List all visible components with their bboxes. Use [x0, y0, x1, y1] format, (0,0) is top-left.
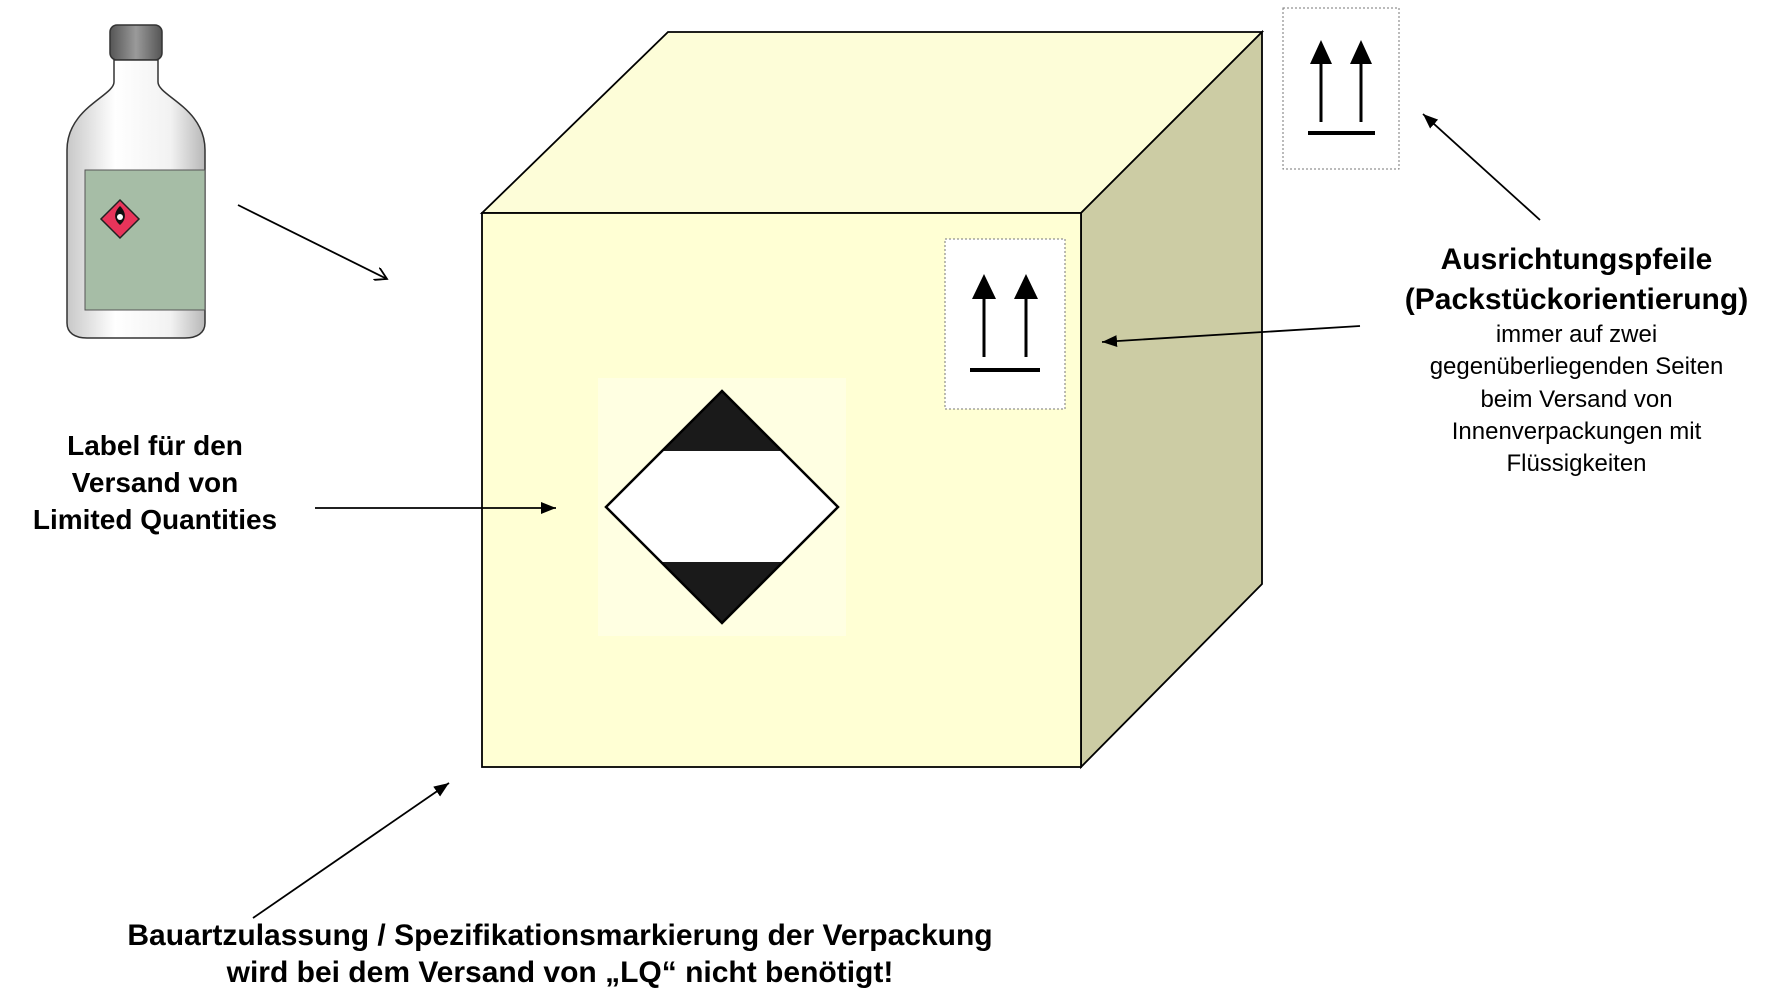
orientation-subtitle: (Packstückorientierung): [1404, 282, 1749, 316]
lq-label-line-3: Limited Quantities: [32, 503, 278, 535]
approval-line-2: wird bei dem Versand von „LQ“ nicht benö…: [226, 955, 894, 989]
flammable-hazard-icon: [99, 198, 141, 240]
orientation-description-line-4: Innenverpackungen mit: [1451, 417, 1702, 445]
approval-arrow: [252, 782, 450, 919]
orientation-description-line-3: beim Versand von: [1480, 385, 1673, 413]
this-way-up-arrows-icon: [944, 238, 1066, 410]
orientation-description-line-2: gegenüberliegenden Seiten: [1429, 353, 1724, 381]
approval-line-1: Bauartzulassung / Spezifikationsmarkieru…: [127, 919, 993, 952]
limited-quantity-mark-icon: [598, 378, 846, 636]
bottle-icon: [66, 24, 206, 339]
bottle-cap: [109, 24, 163, 61]
orientation-arrow-box: [1101, 325, 1361, 348]
orientation-annotation: Ausrichtungspfeile (Packstückorientierun…: [1380, 240, 1773, 480]
orientation-description-line-5: Flüssigkeiten: [1506, 449, 1647, 477]
orientation-description-line-1: immer auf zwei: [1495, 321, 1658, 349]
bottle-label-patch: [84, 169, 206, 311]
approval-annotation: Bauartzulassung / Spezifikationsmarkieru…: [60, 918, 1060, 991]
orientation-title: Ausrichtungspfeile: [1440, 243, 1713, 276]
bottle-to-box-arrow: [237, 204, 387, 279]
this-way-up-arrows-icon-secondary: [1282, 7, 1400, 170]
lq-label-annotation: Label für den Versand von Limited Quanti…: [10, 428, 300, 539]
orientation-arrow-label: [1422, 113, 1541, 221]
lq-label-line-2: Versand von: [71, 466, 239, 498]
lq-label-line-1: Label für den: [67, 430, 243, 461]
